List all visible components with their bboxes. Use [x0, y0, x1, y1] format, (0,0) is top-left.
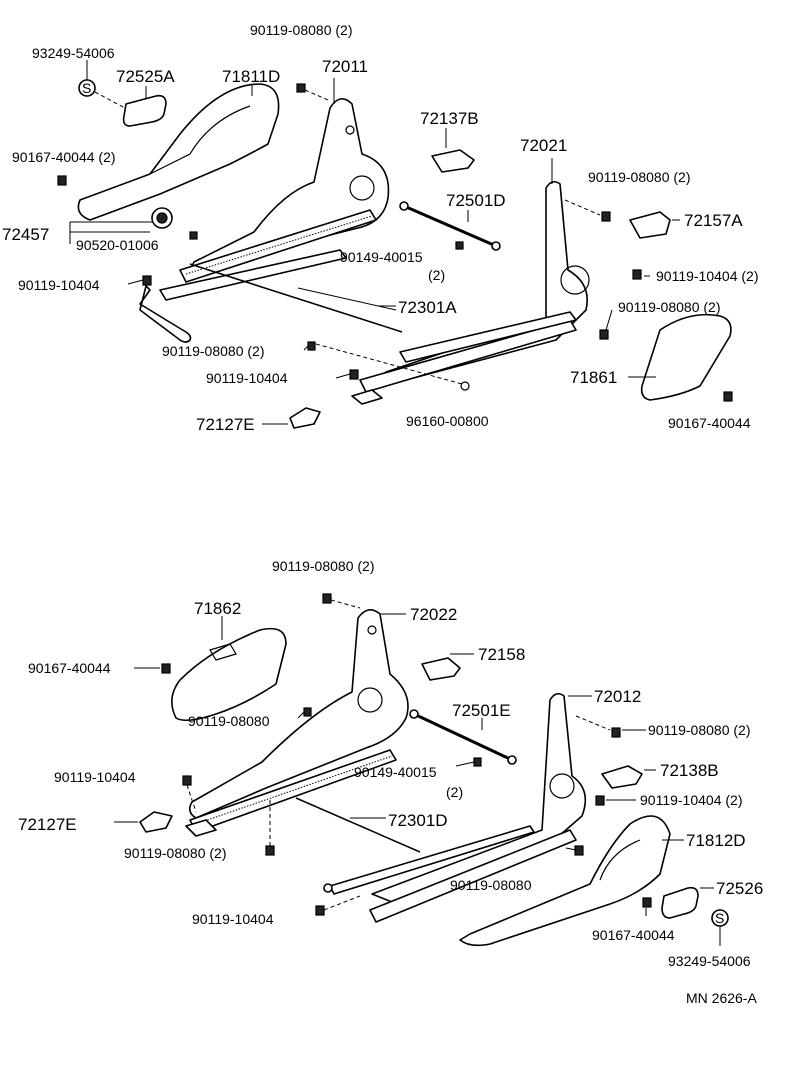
cable-72301D	[295, 797, 421, 853]
label-b-90119-08080: 90119-08080	[188, 713, 270, 729]
label-71811D: 71811D	[222, 67, 280, 86]
label-b-90149-40015-qty: (2)	[446, 784, 463, 800]
seat-track-rail-right	[359, 319, 577, 393]
label-71861: 71861	[570, 368, 617, 387]
top-assembly: S	[57, 60, 733, 429]
label-b-90119-08080-2-c: 90119-08080 (2)	[124, 845, 226, 861]
rod-72501D	[403, 204, 497, 248]
label-b-90119-08080-b: 90119-08080	[450, 877, 532, 893]
bracket-72157A	[629, 211, 671, 239]
clip-72158	[421, 657, 461, 681]
slider-72127E	[289, 407, 321, 429]
label-90119-08080-2-d: 90119-08080 (2)	[618, 299, 720, 315]
label-72012: 72012	[594, 687, 641, 706]
side-cover-71862	[171, 627, 287, 722]
label-90119-10404-a: 90119-10404	[18, 277, 100, 293]
label-71862: 71862	[194, 599, 241, 618]
label-72022: 72022	[410, 605, 457, 624]
top-labels: 93249-54006 72525A 71811D 90119-08080 (2…	[2, 22, 758, 434]
seat-track-rail-right-lower	[369, 829, 577, 923]
knob-72525A	[122, 94, 167, 127]
label-b-90167-40044: 90167-40044	[28, 660, 111, 676]
catalog-code: MN 2626-A	[686, 990, 757, 1006]
label-b-72127E: 72127E	[18, 815, 77, 834]
label-72137B: 72137B	[420, 109, 479, 128]
label-72501D: 72501D	[446, 191, 506, 210]
slider-72127E-lower	[139, 811, 173, 833]
adjust-lever	[139, 285, 192, 343]
side-cover-71812D	[459, 815, 671, 947]
label-96160-00800: 96160-00800	[406, 413, 489, 429]
label-72157A: 72157A	[684, 211, 743, 230]
bottom-labels: 90119-08080 (2) 71862 72022 72158 90167-…	[18, 558, 763, 969]
cable-72301A	[189, 263, 403, 333]
label-90119-10404-2: 90119-10404 (2)	[656, 268, 758, 284]
label-90520-01006: 90520-01006	[76, 237, 159, 253]
side-cover-71861	[640, 313, 732, 401]
label-b-90149-40015: 90149-40015	[354, 764, 437, 780]
label-72158: 72158	[478, 645, 525, 664]
label-b-90119-08080-2-a: 90119-08080 (2)	[272, 558, 374, 574]
rod-72501E	[413, 712, 513, 762]
label-90149-40015: 90149-40015	[340, 249, 423, 265]
label-90119-08080-2-b: 90119-08080 (2)	[588, 169, 690, 185]
side-cover-71811D	[77, 83, 280, 221]
bracket-72138B	[601, 765, 643, 789]
label-72011: 72011	[322, 57, 368, 76]
label-90167-40044: 90167-40044	[668, 415, 751, 431]
bottom-assembly: S	[114, 593, 729, 947]
label-72457: 72457	[2, 225, 49, 244]
clip-72137B	[431, 149, 475, 173]
label-72301A: 72301A	[398, 298, 457, 317]
recliner-frame-72011	[190, 98, 390, 279]
label-b-90119-10404-a: 90119-10404	[54, 769, 136, 785]
recliner-frame-72022	[188, 609, 409, 819]
label-72301D: 72301D	[388, 811, 448, 830]
s-mark-text: S	[82, 80, 91, 96]
label-71812D: 71812D	[686, 831, 746, 850]
label-72127E: 72127E	[196, 415, 255, 434]
label-90119-08080-2-a: 90119-08080 (2)	[250, 22, 352, 38]
label-b-90119-10404-2: 90119-10404 (2)	[640, 792, 742, 808]
label-72138B: 72138B	[660, 761, 719, 780]
s-mark-text-lower: S	[715, 910, 724, 926]
knob-72526	[661, 886, 699, 919]
label-90149-40015-qty: (2)	[428, 267, 445, 283]
label-93249-54006: 93249-54006	[32, 45, 115, 61]
label-72526: 72526	[716, 879, 763, 898]
label-b-93249-54006: 93249-54006	[668, 953, 751, 969]
label-b-90119-10404-b: 90119-10404	[192, 911, 274, 927]
label-90119-10404-b: 90119-10404	[206, 370, 288, 386]
label-90119-08080-2-c: 90119-08080 (2)	[162, 343, 264, 359]
label-b-90167-40044-b: 90167-40044	[592, 927, 675, 943]
label-90167-40044-2: 90167-40044 (2)	[12, 149, 116, 165]
seat-track-rail-left	[179, 209, 377, 283]
label-b-90119-08080-2-b: 90119-08080 (2)	[648, 722, 750, 738]
label-72021: 72021	[520, 136, 567, 155]
label-72501E: 72501E	[452, 701, 511, 720]
label-72525A: 72525A	[116, 67, 175, 86]
